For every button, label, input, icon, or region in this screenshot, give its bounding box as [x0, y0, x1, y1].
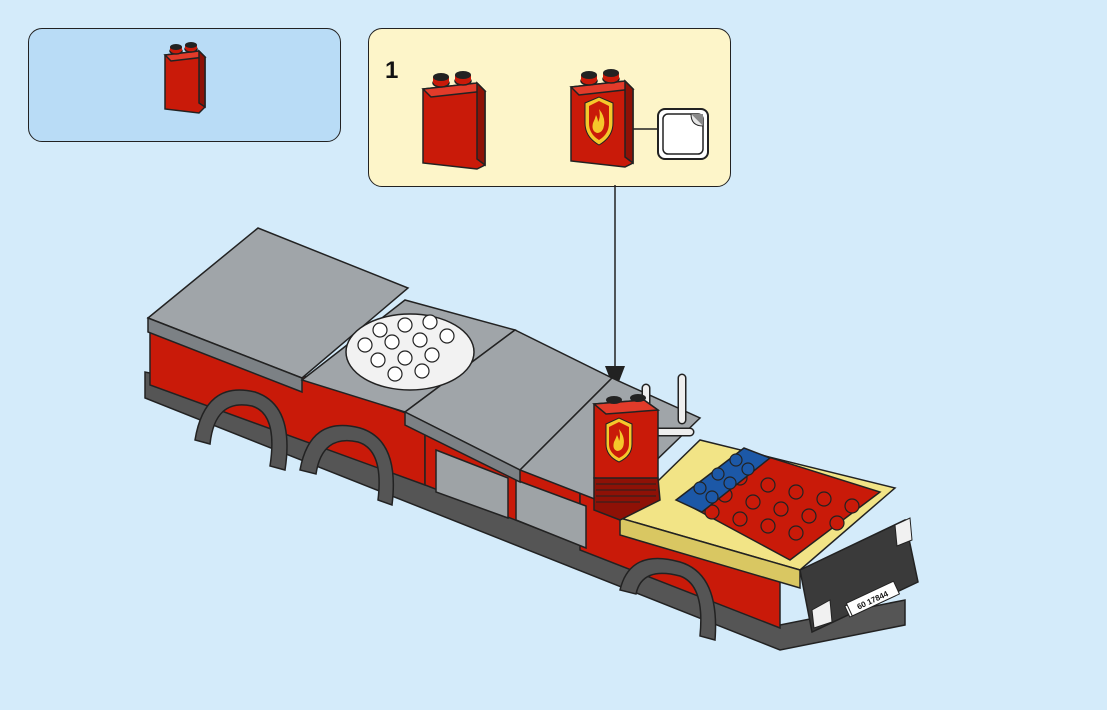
fire-truck-model-icon: 60 17844 [0, 0, 1107, 710]
instruction-page: 1 [0, 0, 1107, 710]
